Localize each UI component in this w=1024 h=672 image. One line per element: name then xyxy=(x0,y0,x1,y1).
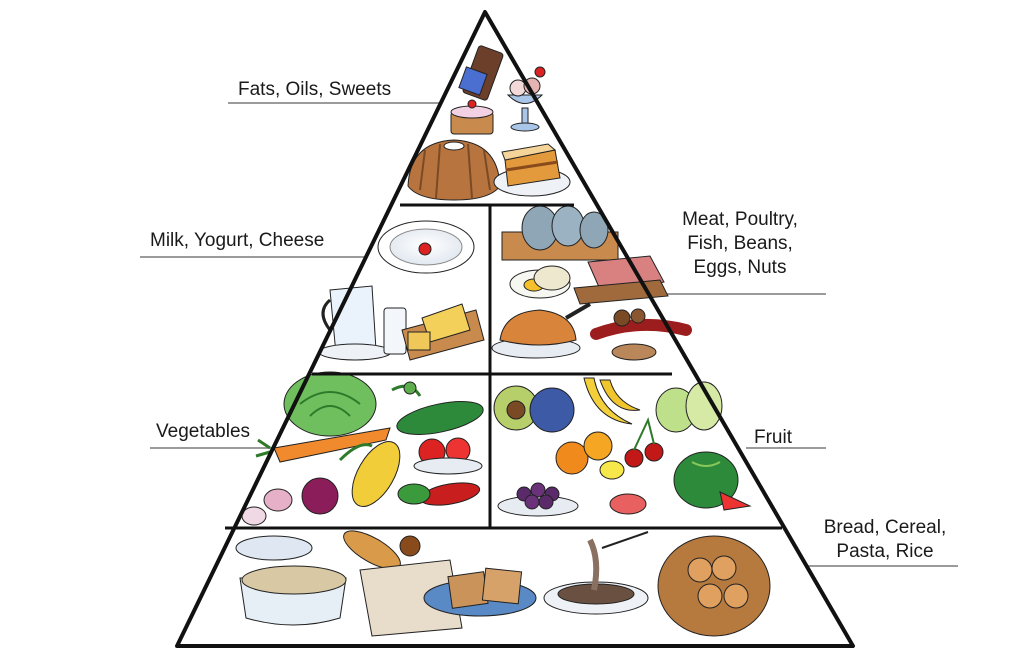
label-fruit: Fruit xyxy=(754,427,792,448)
orange-lemon-icon xyxy=(555,431,625,480)
cooking-pot-icon xyxy=(235,535,347,626)
label-bread-group: Bread, Cereal, Pasta, Rice xyxy=(810,516,960,564)
leader-lines xyxy=(140,102,958,567)
label-meat-line-2: Fish, Beans, xyxy=(687,233,793,254)
crackers-icon xyxy=(423,567,537,617)
label-bread-line-2: Pasta, Rice xyxy=(836,541,934,562)
cherries-icon xyxy=(624,417,664,468)
ice-cream-sundae-icon xyxy=(506,66,546,132)
label-milk-yogurt-cheese: Milk, Yogurt, Cheese xyxy=(150,230,325,251)
strawberries-icon xyxy=(609,493,647,515)
cheese-board-icon xyxy=(401,303,485,361)
carrot-icon xyxy=(255,427,391,463)
label-meat-line-1: Meat, Poultry, xyxy=(682,209,798,230)
watermelon-icon xyxy=(673,451,752,511)
bread-loaf-icon xyxy=(343,530,463,637)
bananas-icon xyxy=(583,377,641,425)
bread-cereal-pasta-rice-illustration xyxy=(235,530,771,637)
cake-slice-icon xyxy=(493,143,571,197)
meat-fish-eggs-illustration xyxy=(491,205,692,361)
corn-icon xyxy=(338,441,401,507)
cabbage-icon xyxy=(283,371,377,437)
eggs-icon xyxy=(509,265,571,299)
vegetables-illustration xyxy=(241,371,484,526)
yogurt-bowl-icon xyxy=(377,220,475,274)
milk-yogurt-cheese-illustration xyxy=(318,220,485,361)
tomatoes-icon xyxy=(413,437,483,475)
beet-and-onions-icon xyxy=(241,477,339,526)
grapes-icon xyxy=(497,482,579,517)
pepper-icon xyxy=(397,482,481,506)
label-bread-line-1: Bread, Cereal, xyxy=(823,517,947,538)
bread-basket-icon xyxy=(657,535,771,637)
pears-icon xyxy=(655,381,723,433)
chocolate-bar-icon xyxy=(458,45,504,101)
spaghetti-icon xyxy=(543,531,649,615)
label-meat-line-3: Eggs, Nuts xyxy=(693,257,787,278)
label-meat-group: Meat, Poultry, Fish, Beans, Eggs, Nuts xyxy=(670,208,810,280)
pyramid-outline xyxy=(175,10,855,648)
roast-chicken-icon xyxy=(491,302,592,359)
avocado-icon xyxy=(493,385,575,433)
pyramid-frame xyxy=(175,10,855,648)
milk-pitcher-icon xyxy=(318,285,392,361)
fruit-illustration xyxy=(493,377,752,517)
cucumber-icon xyxy=(391,381,484,435)
fish-icon xyxy=(501,205,619,261)
label-vegetables: Vegetables xyxy=(156,421,251,442)
bundt-cake-icon xyxy=(407,139,501,201)
layer-cake-icon xyxy=(450,99,494,135)
label-fats-oils-sweets: Fats, Oils, Sweets xyxy=(238,79,392,100)
sausage-and-nuts-icon xyxy=(590,308,692,361)
steak-icon xyxy=(573,255,669,305)
